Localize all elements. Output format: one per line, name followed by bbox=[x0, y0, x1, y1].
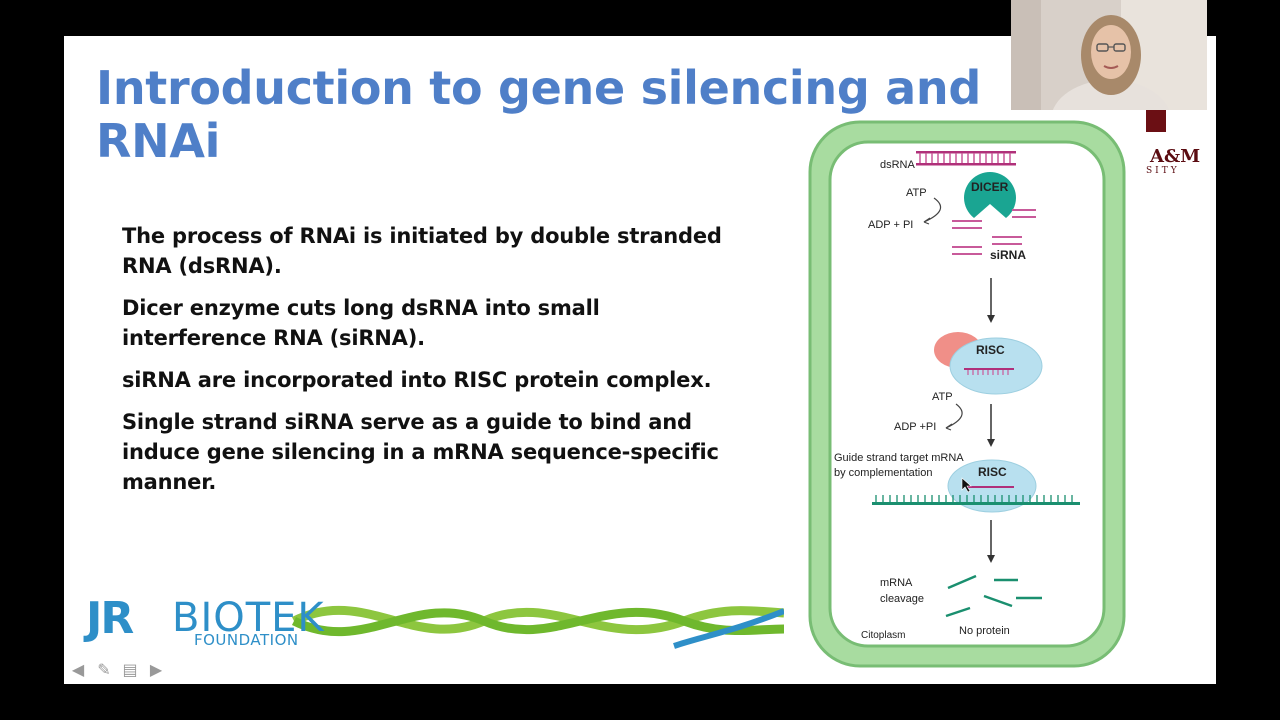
flow-arrow-1 bbox=[987, 315, 995, 323]
guide-strand-text-2: by complementation bbox=[834, 467, 932, 479]
bullet-item: Single strand siRNA serve as a guide to … bbox=[122, 410, 719, 494]
slideshow-controls: ◀ ✎ ▤ ▶ bbox=[68, 660, 166, 680]
logo-biotek-text: BIOTEK bbox=[172, 595, 325, 641]
arrow-right-icon[interactable]: ▶ bbox=[149, 660, 163, 679]
rnai-diagram: dsRNA ATP ADP + PI DICER siRNA RISC bbox=[806, 118, 1128, 670]
dsrna-icon bbox=[916, 151, 1016, 166]
bullet-item: siRNA are incorporated into RISC protein… bbox=[122, 368, 712, 392]
cleaved-mrna-fragments-icon bbox=[945, 574, 1042, 618]
university-logo: A&M SITY bbox=[1146, 110, 1216, 180]
arrow-left-icon[interactable]: ◀ bbox=[71, 660, 85, 679]
mrna-strand-icon bbox=[872, 495, 1080, 505]
no-protein-label: No protein bbox=[959, 625, 1010, 637]
guide-strand-text-1: Guide strand target mRNA bbox=[834, 452, 964, 464]
pen-icon[interactable]: ✎ bbox=[97, 660, 111, 679]
risc-label-2: RISC bbox=[978, 465, 1007, 479]
cell-membrane-inner bbox=[828, 140, 1106, 648]
webcam-overlay bbox=[1011, 0, 1207, 110]
adp-label-2: ADP +PI bbox=[894, 421, 936, 433]
menu-icon[interactable]: ▤ bbox=[122, 660, 138, 679]
dsrna-label: dsRNA bbox=[880, 159, 916, 171]
cut-sirna-icon bbox=[952, 209, 1036, 255]
dicer-icon bbox=[964, 172, 1016, 218]
atp-label-2: ATP bbox=[932, 391, 953, 403]
slide-title: Introduction to gene silencing and RNAi bbox=[96, 61, 982, 168]
university-am-text: A&M bbox=[1150, 146, 1201, 167]
dicer-label: DICER bbox=[971, 180, 1009, 194]
presenter-video bbox=[1011, 0, 1207, 110]
jr-biotek-logo: JR BIOTEK FOUNDATION bbox=[84, 591, 784, 661]
sirna-label: siRNA bbox=[990, 248, 1026, 262]
bullet-item: Dicer enzyme cuts long dsRNA into small … bbox=[122, 296, 600, 350]
logo-foundation-text: FOUNDATION bbox=[194, 631, 299, 649]
bullet-item: The process of RNAi is initiated by doub… bbox=[122, 224, 722, 278]
mrna-cleavage-label-2: cleavage bbox=[880, 593, 924, 605]
flow-arrow-2 bbox=[987, 439, 995, 447]
university-sity-text: SITY bbox=[1146, 166, 1180, 176]
dna-helix-graphic bbox=[291, 605, 784, 649]
risc-label-1: RISC bbox=[976, 343, 1005, 357]
bullet-list: The process of RNAi is initiated by doub… bbox=[122, 221, 742, 509]
flow-arrow-3 bbox=[987, 555, 995, 563]
mrna-cleavage-label-1: mRNA bbox=[880, 577, 913, 589]
loaded-sirna-icon bbox=[964, 368, 1014, 375]
logo-jr-text: JR bbox=[86, 593, 134, 644]
mouse-cursor-icon bbox=[961, 477, 972, 493]
risc-complex-icon bbox=[949, 337, 1043, 395]
university-logo-block bbox=[1146, 110, 1166, 132]
atp-label-1: ATP bbox=[906, 187, 927, 199]
adp-label-1: ADP + PI bbox=[868, 219, 913, 231]
citoplasm-label: Citoplasm bbox=[861, 630, 905, 641]
